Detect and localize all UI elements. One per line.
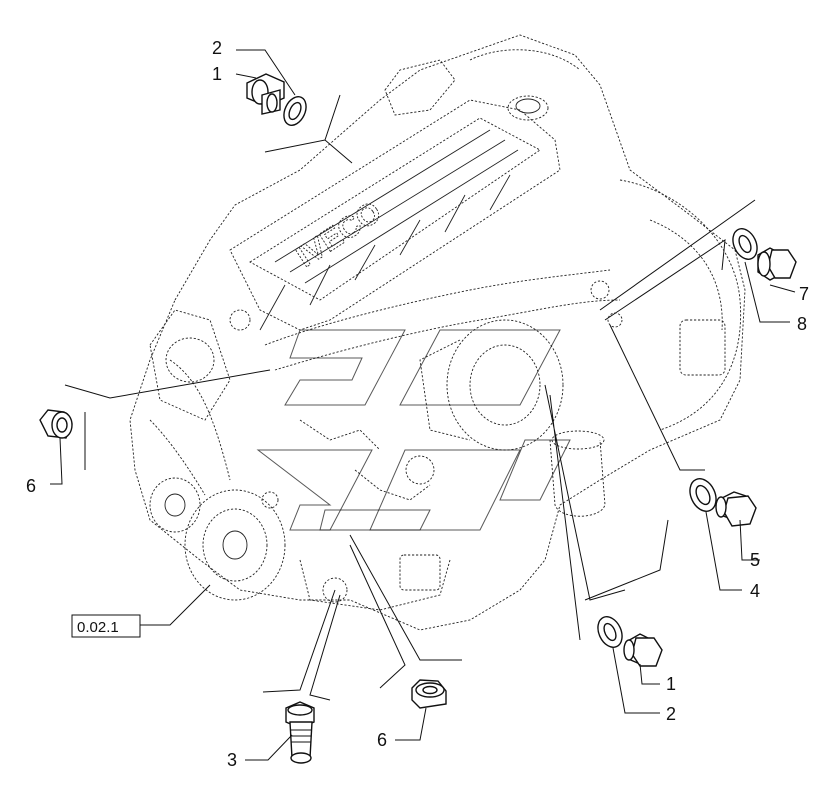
routing-outline-overlay bbox=[256, 329, 571, 531]
fitting-part-3 bbox=[285, 701, 315, 764]
callout-4: 4 bbox=[750, 581, 760, 601]
plug-part-1-bottom bbox=[623, 633, 663, 667]
washer-part-2-top bbox=[283, 96, 307, 126]
engine-illustration: IVECO bbox=[129, 34, 746, 631]
plug-part-5 bbox=[715, 491, 757, 527]
callout-leaders bbox=[50, 49, 796, 761]
callout-6-bottom: 6 bbox=[377, 730, 387, 750]
washer-part-8 bbox=[732, 228, 758, 260]
bushing-part-6-bottom bbox=[411, 679, 447, 709]
callout-1-top: 1 bbox=[212, 64, 222, 84]
washer-part-2-bottom bbox=[597, 616, 623, 648]
assembly-guide-lines bbox=[64, 94, 756, 701]
callout-2-bottom: 2 bbox=[666, 704, 676, 724]
callout-6-left: 6 bbox=[26, 476, 36, 496]
callout-2-top: 2 bbox=[212, 38, 222, 58]
callout-3: 3 bbox=[227, 750, 237, 770]
reference-label[interactable]: 0.02.1 bbox=[77, 619, 119, 636]
plug-part-1-top bbox=[246, 73, 285, 115]
washer-part-4 bbox=[689, 478, 717, 512]
callout-1-bottom: 1 bbox=[666, 674, 676, 694]
callout-7: 7 bbox=[799, 284, 809, 304]
callout-8: 8 bbox=[797, 314, 807, 334]
bushing-part-6-left bbox=[39, 409, 73, 439]
plug-part-7 bbox=[757, 247, 797, 281]
callout-5: 5 bbox=[750, 550, 760, 570]
reference-box[interactable]: 0.02.1 bbox=[71, 614, 141, 638]
callout-labels: 2 1 7 8 6 5 4 1 2 6 3 bbox=[26, 38, 809, 770]
